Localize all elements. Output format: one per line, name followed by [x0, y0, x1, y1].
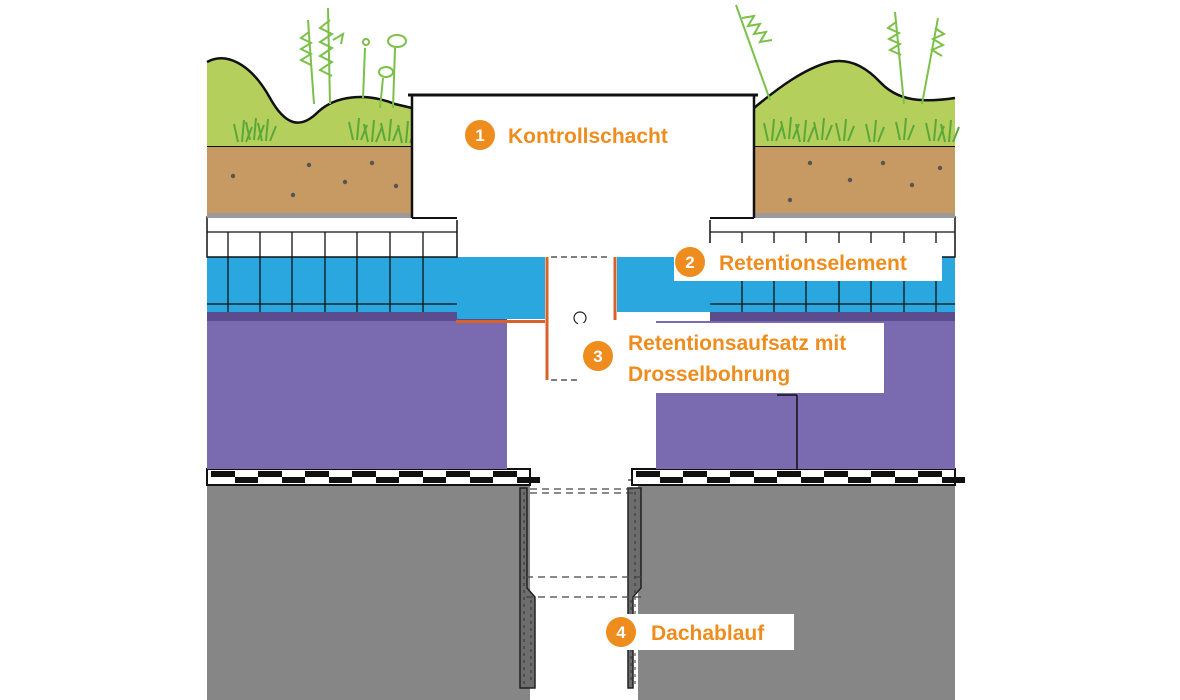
callout-3-label-line-1: Retentionsaufsatz mit [628, 332, 846, 355]
separation-strip [456, 320, 554, 323]
control-shaft [408, 93, 758, 220]
callout-3-label-line-2: Drosselbohrung [628, 363, 790, 386]
flower-stems-left [362, 34, 407, 109]
callout-3-number: 3 [593, 347, 602, 366]
fern-plant-left [298, 7, 345, 105]
callout-1: 1 Kontrollschacht [465, 120, 668, 150]
callout-4-badge [606, 617, 636, 647]
callout-1-number: 1 [475, 126, 484, 145]
callout-2-number: 2 [685, 253, 694, 272]
callout-3: 3 Retentionsaufsatz mit Drosselbohrung [578, 323, 884, 393]
callout-4: 4 Dachablauf [598, 614, 794, 650]
callout-1-label: Kontrollschacht [508, 125, 668, 148]
drain-body [519, 479, 642, 689]
callout-1-badge [465, 120, 495, 150]
callout-2-badge [675, 247, 705, 277]
concrete-deck [207, 485, 955, 700]
callout-4-label: Dachablauf [651, 622, 765, 645]
drain-flange-lines [526, 488, 641, 598]
callout-3-badge [583, 341, 613, 371]
waterproofing-membrane [206, 468, 965, 486]
callout-4-number: 4 [616, 623, 626, 642]
insulation-layer [207, 312, 955, 469]
throttle-bore [573, 311, 587, 325]
callout-2-label: Retentionselement [719, 252, 907, 275]
callout-2: 2 Retentionselement [674, 243, 942, 281]
fern-plant-right [735, 4, 947, 105]
